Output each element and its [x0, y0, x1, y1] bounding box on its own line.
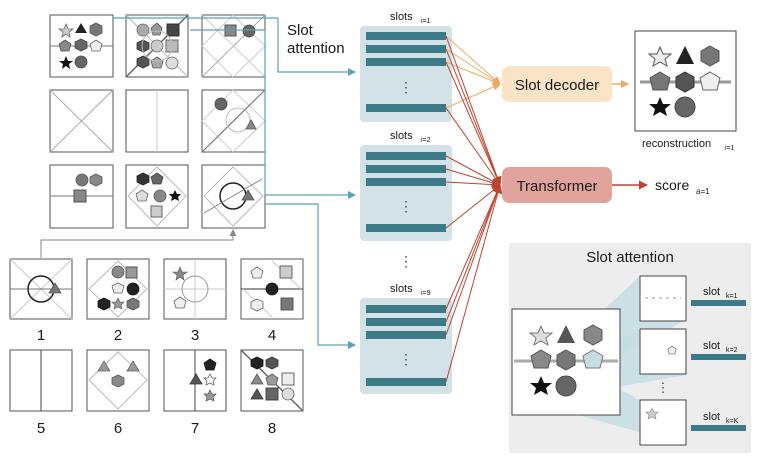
inset-slotK-subscript: k=K: [726, 418, 739, 425]
transformer-label: Transformer: [516, 178, 597, 195]
answer-panel-4: [240, 258, 304, 320]
answer-number-6: 6: [114, 420, 122, 437]
reconstruction-label: reconstruction: [642, 138, 711, 150]
panel-r1c3: [201, 14, 266, 78]
svg-text:⋮: ⋮: [399, 79, 413, 95]
answer-number-3: 3: [191, 327, 199, 344]
slots-stack-2: ⋮: [360, 145, 452, 241]
answer-panel-8: [240, 349, 304, 412]
inset-slot2-label: slot: [703, 340, 720, 352]
slots-1-subscript: i=1: [421, 18, 431, 25]
answer-panel-6: [86, 349, 150, 412]
inset-slot1-label: slot: [703, 286, 720, 298]
answer-number-7: 7: [191, 420, 199, 437]
svg-text:⋮: ⋮: [399, 198, 413, 214]
answer-to-cell-connector: [40, 229, 237, 258]
panel-r1c2: [125, 14, 189, 78]
answer-number-2: 2: [114, 327, 122, 344]
answer-panel-7: [163, 349, 227, 412]
score-label: score: [655, 177, 689, 193]
slot-attention-label-line2: attention: [287, 40, 345, 57]
answer-number-8: 8: [268, 420, 276, 437]
panel-r3c1: [49, 164, 114, 229]
panel-r3c3: [201, 164, 266, 229]
slots-2-label: slots: [390, 130, 413, 142]
stack-ellipsis: ⋮: [399, 253, 413, 269]
panel-r2c1: [49, 89, 114, 153]
answer-panel-5: [9, 349, 73, 412]
panel-r2c3: [201, 89, 266, 153]
answer-panel-3: [163, 258, 227, 320]
slot-decoder-box: Slot decoder: [502, 66, 612, 102]
slots-9-label: slots: [390, 283, 413, 295]
answer-panels: [9, 258, 304, 412]
slot-attention-arrows: [113, 17, 356, 349]
slot-decoder-label: Slot decoder: [515, 77, 599, 94]
panel-r2c2: [125, 89, 189, 153]
slots-2-subscript: i=2: [421, 137, 431, 144]
context-grid: [49, 14, 266, 229]
transformer-box: Transformer: [502, 167, 612, 203]
panel-r1c1: [49, 14, 114, 78]
slots-stack-1: ⋮: [360, 26, 452, 122]
slot-attention-label-line1: Slot: [287, 22, 314, 39]
slots-stack-9: ⋮: [360, 298, 452, 394]
answer-number-1: 1: [37, 327, 45, 344]
answer-panel-2: [86, 258, 150, 320]
svg-text:⋮: ⋮: [399, 351, 413, 367]
slots-1-label: slots: [390, 11, 413, 23]
answer-number-5: 5: [37, 420, 45, 437]
slot-attention-inset: Slot attention ⋮ slot k=1 slot k=2 slot …: [509, 243, 751, 453]
decoder-arrows: [445, 35, 501, 109]
inset-slot1-subscript: k=1: [726, 293, 738, 300]
reconstruction-image: [634, 30, 737, 132]
reconstruction-subscript: i=1: [725, 145, 735, 152]
inset-slotK-label: slot: [703, 411, 720, 423]
transformer-arrows: [445, 35, 503, 383]
answer-numbers: 1 2 3 4 5 6 7 8: [37, 327, 276, 437]
score-subscript: a=1: [696, 187, 710, 196]
inset-slot2-subscript: k=2: [726, 347, 738, 354]
answer-panel-1: [9, 258, 73, 320]
slots-9-subscript: i=9: [421, 290, 431, 297]
panel-r3c2: [125, 164, 189, 229]
inset-title: Slot attention: [586, 249, 674, 266]
svg-text:⋮: ⋮: [657, 380, 670, 395]
answer-number-4: 4: [268, 327, 276, 344]
